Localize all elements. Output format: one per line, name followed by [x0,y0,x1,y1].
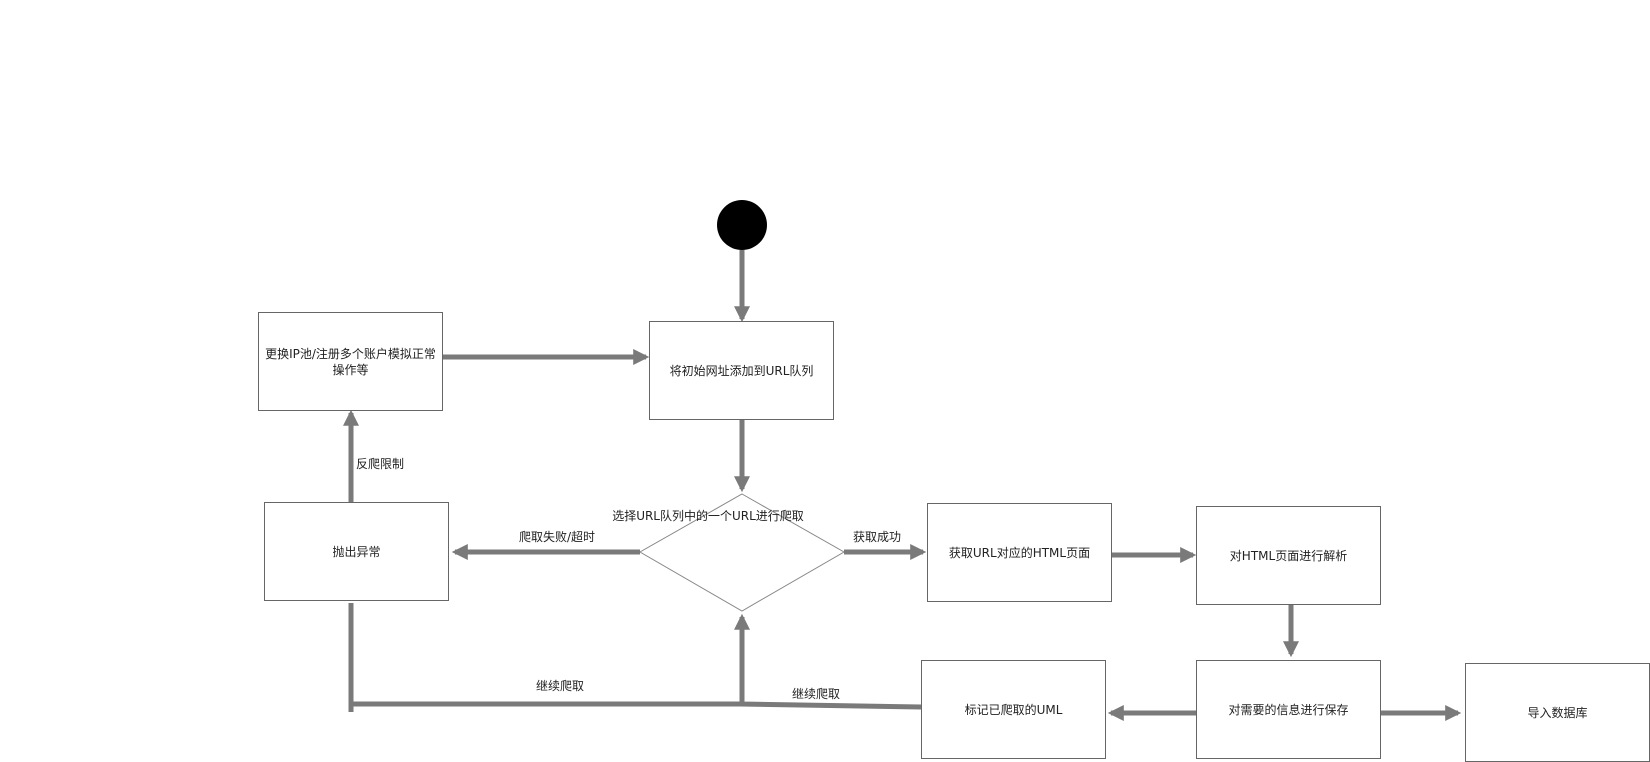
node-get-html: 获取URL对应的HTML页面 [927,503,1112,602]
node-import-database-text: 导入数据库 [1527,705,1588,720]
node-save-info: 对需要的信息进行保存 [1196,660,1381,759]
node-add-initial-url: 将初始网址添加到URL队列 [649,321,834,420]
node-change-ip-pool: 更换IP池/注册多个账户模拟正常操作等 [258,312,443,411]
edge-label-anti-crawl: 反爬限制 [356,457,405,471]
edge-label-continue-left: 继续爬取 [536,679,585,693]
node-add-initial-url-text: 将初始网址添加到URL队列 [669,363,814,378]
node-throw-exception-text: 抛出异常 [332,544,381,559]
node-save-info-text: 对需要的信息进行保存 [1228,702,1349,717]
node-parse-html: 对HTML页面进行解析 [1196,506,1381,605]
edge-label-continue-right: 继续爬取 [792,687,841,701]
node-mark-crawled: 标记已爬取的UML [921,660,1106,759]
edge-label-fail-timeout: 爬取失败/超时 [519,530,596,544]
node-throw-exception: 抛出异常 [264,502,449,601]
node-select-url-text: 选择URL队列中的一个URL进行爬取 [612,509,804,523]
node-change-ip-pool-text: 更换IP池/注册多个账户模拟正常操作等 [265,346,436,377]
node-import-database: 导入数据库 [1465,663,1650,762]
node-get-html-text: 获取URL对应的HTML页面 [948,545,1091,560]
node-mark-crawled-text: 标记已爬取的UML [964,702,1063,717]
node-parse-html-text: 对HTML页面进行解析 [1229,548,1348,563]
edge-label-get-success: 获取成功 [853,530,902,544]
decision-diamond [638,493,846,612]
start-node [717,200,767,250]
